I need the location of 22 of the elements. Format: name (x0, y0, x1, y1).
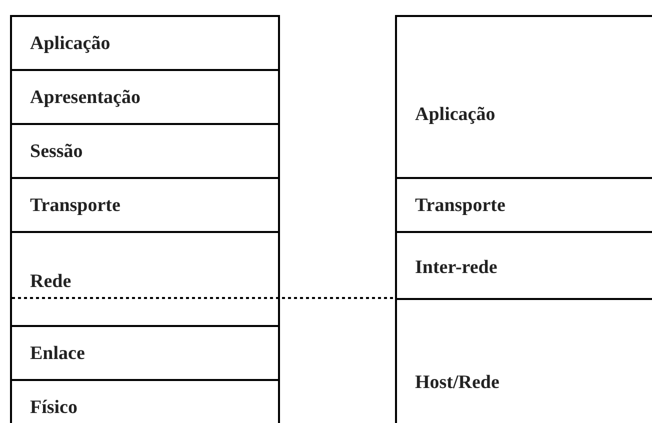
layer-box (10, 379, 280, 423)
layer-box (10, 69, 280, 123)
layer-label: Transporte (30, 195, 120, 217)
layer-box (10, 123, 280, 177)
layer-box (10, 15, 280, 69)
layer-label: Enlace (30, 343, 85, 365)
layer-label: Apresentação (30, 87, 140, 109)
layer-label: Transporte (415, 195, 506, 217)
layer-label: Sessão (30, 141, 83, 163)
layer-box (395, 231, 652, 298)
layer-label: Host/Rede (415, 372, 500, 394)
layer-label: Aplicação (415, 104, 496, 126)
layer-box (395, 298, 652, 423)
layer-box (10, 325, 280, 379)
layer-label: Aplicação (30, 33, 110, 55)
layer-box (395, 177, 652, 231)
layer-box (10, 177, 280, 231)
layer-label: Rede (30, 271, 72, 293)
layer-label: Inter-rede (415, 257, 498, 279)
layer-box (395, 15, 652, 177)
layer-box (10, 231, 280, 325)
layer-label: Físico (30, 397, 78, 419)
